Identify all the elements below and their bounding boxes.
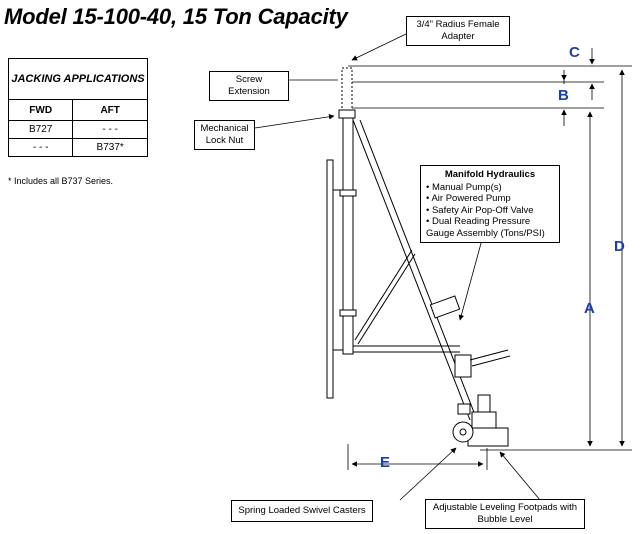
screw-extension-callout: Screw Extension [209, 71, 289, 101]
list-item: Manual Pump(s) [426, 182, 554, 194]
manifold-hydraulics-box: Manifold Hydraulics Manual Pump(s) Air P… [420, 165, 560, 243]
applications-table-header: JACKING APPLICATIONS [8, 58, 148, 100]
page-title: Model 15-100-40, 15 Ton Capacity [4, 4, 348, 29]
jack-frame [326, 67, 511, 447]
adapter-callout: 3/4" Radius Female Adapter [406, 16, 510, 46]
footpads-callout: Adjustable Leveling Footpads with Bubble… [425, 499, 585, 529]
leader-lines [254, 33, 541, 501]
table-cell: - - - [7, 138, 74, 157]
dimension-label-e: E [380, 454, 391, 471]
list-item: Safety Air Pop-Off Valve [426, 205, 554, 217]
dimension-label-b: B [558, 87, 569, 104]
table-row: - - - B737* [7, 138, 148, 157]
footnote: * Includes all B737 Series. [8, 176, 114, 186]
table-cell: B737* [72, 138, 148, 157]
manifold-title: Manifold Hydraulics [444, 169, 536, 180]
dimension-label-d: D [614, 238, 625, 255]
applications-table: JACKING APPLICATIONS FWD AFT B727 - - - … [7, 58, 148, 157]
dimension-label-a: A [584, 300, 595, 317]
lock-nut-callout: Mechanical Lock Nut [194, 120, 255, 150]
list-item: Dual Reading Pressure Gauge Assembly (To… [426, 216, 554, 239]
list-item: Air Powered Pump [426, 193, 554, 205]
dimension-lines [347, 48, 632, 470]
casters-callout: Spring Loaded Swivel Casters [231, 500, 373, 522]
dimension-label-c: C [569, 44, 580, 61]
